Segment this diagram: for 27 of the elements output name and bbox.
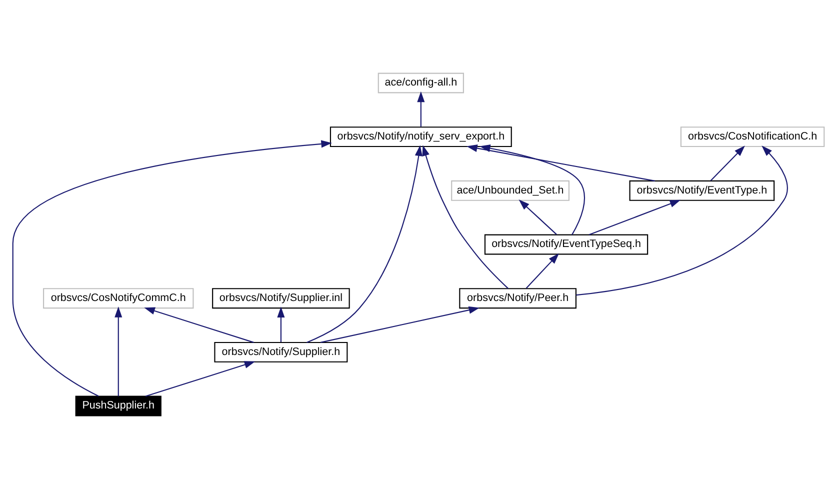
node-box: PushSupplier.h [75, 395, 162, 416]
node-box: orbsvcs/CosNotificationC.h [680, 126, 825, 147]
node-box: orbsvcs/Notify/Supplier.inl [212, 288, 350, 308]
arrow [144, 306, 254, 342]
arrow [422, 144, 509, 288]
arrow [306, 144, 422, 342]
arrow [518, 199, 557, 234]
node-box: orbsvcs/Notify/notify_serv_export.h [330, 126, 512, 147]
node-box: orbsvcs/CosNotifyCommC.h [43, 288, 194, 308]
arrow [320, 306, 480, 342]
arrow [417, 90, 425, 126]
arrow [277, 306, 285, 342]
arrow [710, 145, 745, 180]
arrow [12, 140, 332, 396]
node-box: ace/config-all.h [378, 72, 464, 93]
node-box: orbsvcs/Notify/EventTypeSeq.h [484, 234, 648, 254]
arrow [526, 252, 560, 288]
node-box: orbsvcs/Notify/Supplier.h [214, 341, 348, 362]
arrow [466, 144, 655, 181]
node-box: orbsvcs/Notify/EventType.h [629, 180, 775, 200]
arrow [576, 145, 788, 296]
arrow [145, 360, 256, 396]
arrow [114, 306, 122, 396]
node-box: orbsvcs/Notify/Peer.h [459, 288, 576, 308]
arrow [480, 144, 585, 235]
arrow [588, 199, 681, 235]
node-box: ace/Unbounded_Set.h [451, 180, 570, 200]
